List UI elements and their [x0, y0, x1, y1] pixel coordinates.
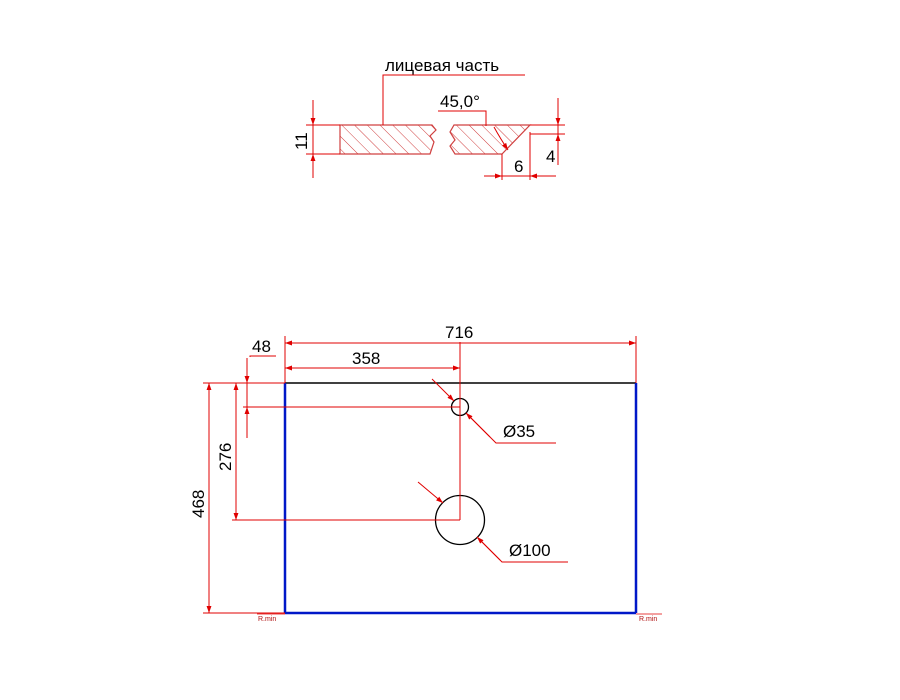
tap-hole-arrow-out	[465, 412, 491, 438]
center-offset-label: 358	[352, 349, 380, 368]
drain-hole-arrow-in	[417, 481, 444, 504]
plan-view: 716 358 48 468 276 Ø35 Ø100 R.min R.	[189, 323, 662, 623]
chamfer-depth-label: 4	[546, 147, 555, 166]
corner-right-label: R.min	[639, 616, 657, 623]
section-view: лицевая часть 45,0° 11 6 4	[292, 56, 565, 180]
depth-label: 468	[189, 490, 208, 518]
width-label: 716	[445, 323, 473, 342]
thickness-label: 11	[292, 132, 311, 150]
angle-label: 45,0°	[440, 92, 480, 111]
section-slab-right	[449, 124, 532, 155]
angle-arc	[493, 126, 509, 151]
edge-offset-leader	[249, 355, 276, 357]
corner-left-label: R.min	[258, 616, 276, 623]
angle-leader	[438, 110, 487, 126]
section-slab-left	[339, 124, 437, 155]
face-label: лицевая часть	[385, 56, 499, 75]
drain-hole-arrow-out	[476, 536, 501, 561]
edge-offset-label: 48	[252, 337, 271, 356]
tap-hole-arrow-in	[431, 378, 455, 402]
drain-offset-label: 276	[216, 443, 235, 471]
drain-hole-label: Ø100	[509, 541, 551, 560]
chamfer-width-label: 6	[514, 157, 523, 176]
face-label-leader	[382, 74, 525, 125]
tap-hole-label: Ø35	[503, 422, 535, 441]
